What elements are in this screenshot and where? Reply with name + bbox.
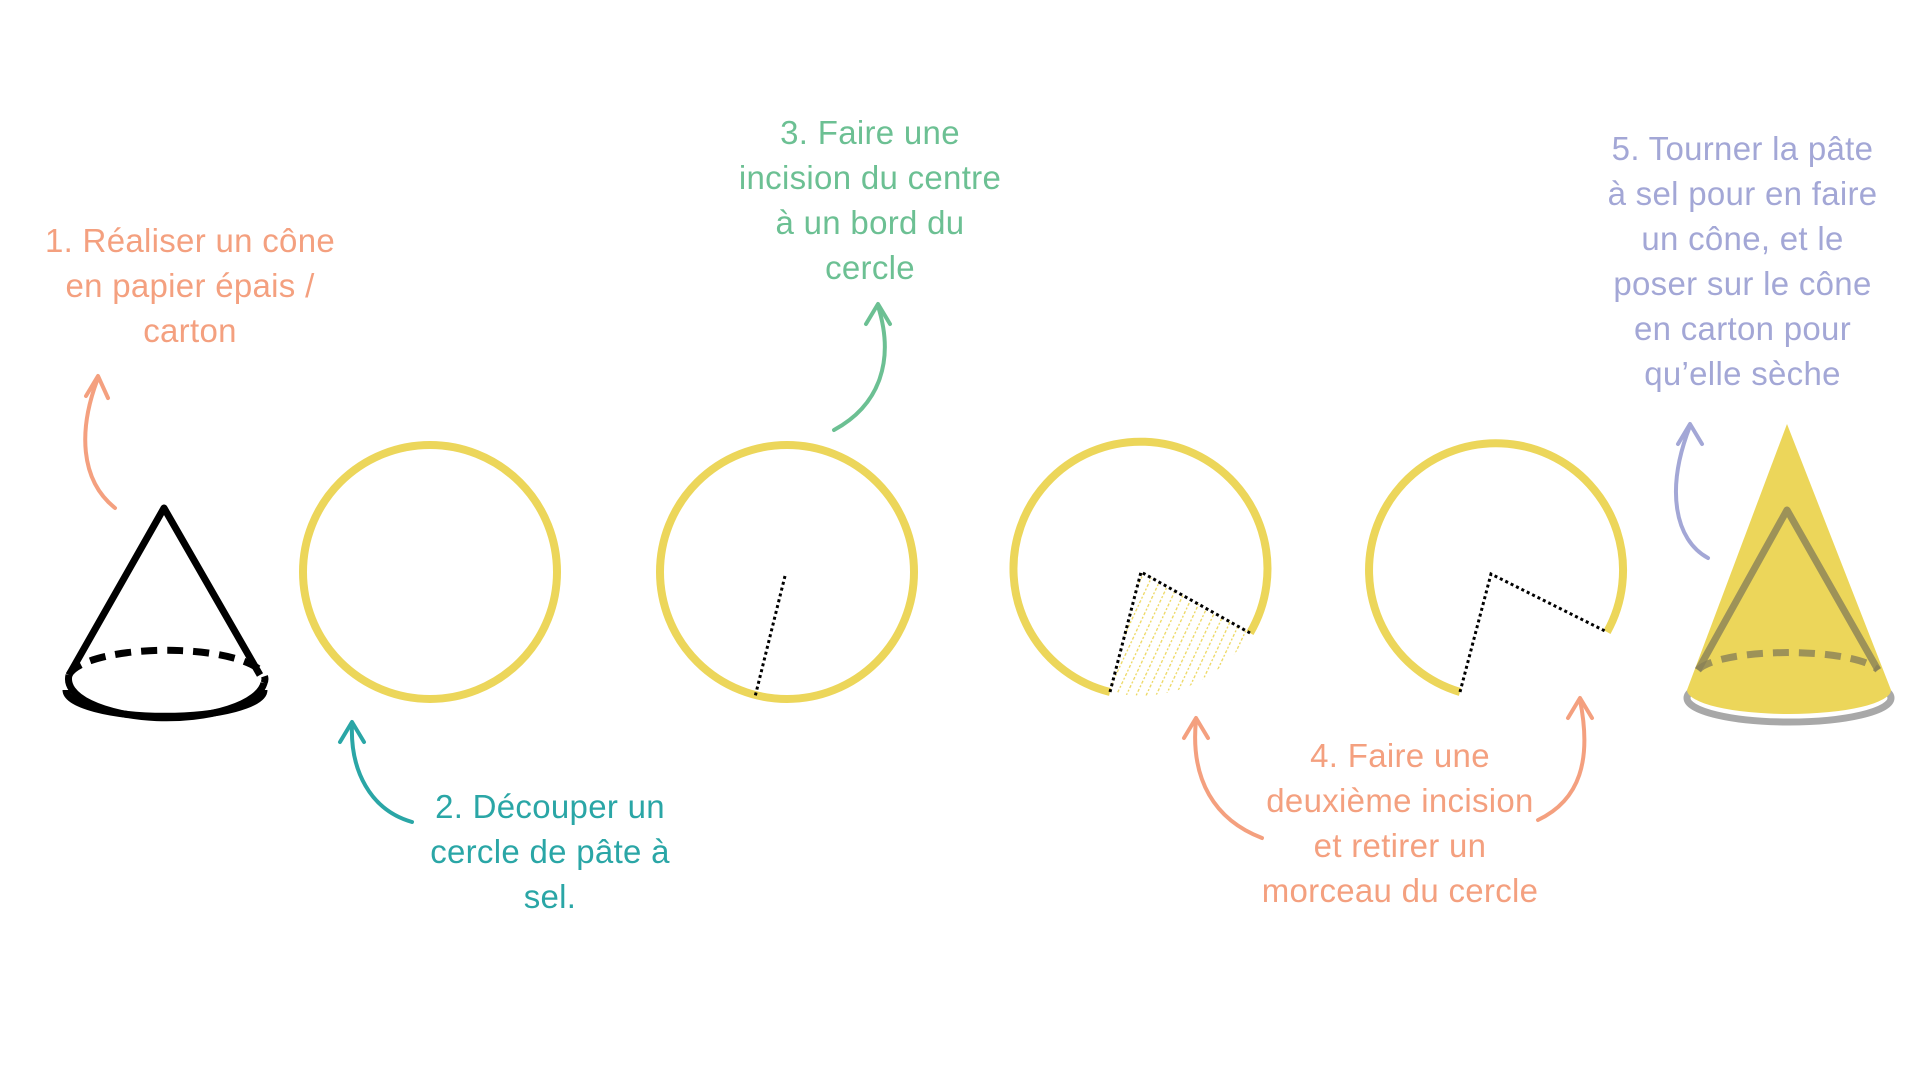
- step-5-line: 5. Tourner la pâte: [1611, 130, 1874, 167]
- step-4-line: 4. Faire une: [1310, 737, 1490, 774]
- step-4-label: 4. Faire une deuxième incision et retire…: [1215, 733, 1585, 913]
- arrow-step3-icon: [832, 304, 887, 432]
- step-3-line: cercle: [825, 249, 915, 286]
- paper-cone-icon: [62, 504, 269, 722]
- dough-cone-icon: [1683, 424, 1895, 726]
- arrow-step4-right-icon: [1536, 698, 1587, 822]
- step-5-line: poser sur le cône: [1613, 265, 1872, 302]
- cut-circle-icon: [656, 441, 918, 703]
- arrow-step5-icon: [1674, 424, 1710, 560]
- step-4-line: et retirer un: [1313, 827, 1487, 864]
- arrow-step2-icon: [349, 722, 414, 824]
- step-3-line: incision du centre: [738, 159, 1002, 196]
- arrow-step1-icon: [83, 376, 117, 510]
- step-5-label: 5. Tourner la pâte à sel pour en faire u…: [1570, 126, 1915, 396]
- dough-circle-icon: [299, 441, 561, 703]
- arrow-step5-head-icon: [1676, 422, 1704, 446]
- arrow-step4-left-icon: [1193, 718, 1264, 840]
- step-5-line: à sel pour en faire: [1607, 175, 1878, 212]
- step-5-line: qu’elle sèche: [1644, 355, 1841, 392]
- step-2-line: 2. Découper un: [435, 788, 665, 825]
- arrow-step4-left-head-icon: [1182, 716, 1210, 740]
- step-2-line: cercle de pâte à: [430, 833, 670, 870]
- arrow-step1-head-icon: [84, 374, 110, 400]
- step-1-label: 1. Réaliser un cône en papier épais / ca…: [25, 218, 355, 353]
- step-2-line: sel.: [523, 878, 577, 915]
- arrow-step3-head-icon: [864, 302, 892, 326]
- step-3-label: 3. Faire une incision du centre à un bor…: [700, 110, 1040, 290]
- arrow-step2-head-icon: [338, 720, 366, 744]
- arrow-step4-right-head-icon: [1566, 696, 1594, 720]
- removed-slice-circle-icon: [1009, 437, 1272, 696]
- step-1-line: en papier épais /: [65, 267, 315, 304]
- step-2-label: 2. Découper un cercle de pâte à sel.: [400, 784, 700, 919]
- step-1-line: 1. Réaliser un cône: [44, 222, 336, 259]
- step-3-line: 3. Faire une: [780, 114, 960, 151]
- step-3-line: à un bord du: [775, 204, 965, 241]
- step-5-line: en carton pour: [1633, 310, 1851, 347]
- open-circle-icon: [1365, 439, 1628, 696]
- step-5-line: un cône, et le: [1641, 220, 1844, 257]
- step-1-line: carton: [143, 312, 237, 349]
- step-4-line: morceau du cercle: [1261, 872, 1539, 909]
- step-4-line: deuxième incision: [1266, 782, 1534, 819]
